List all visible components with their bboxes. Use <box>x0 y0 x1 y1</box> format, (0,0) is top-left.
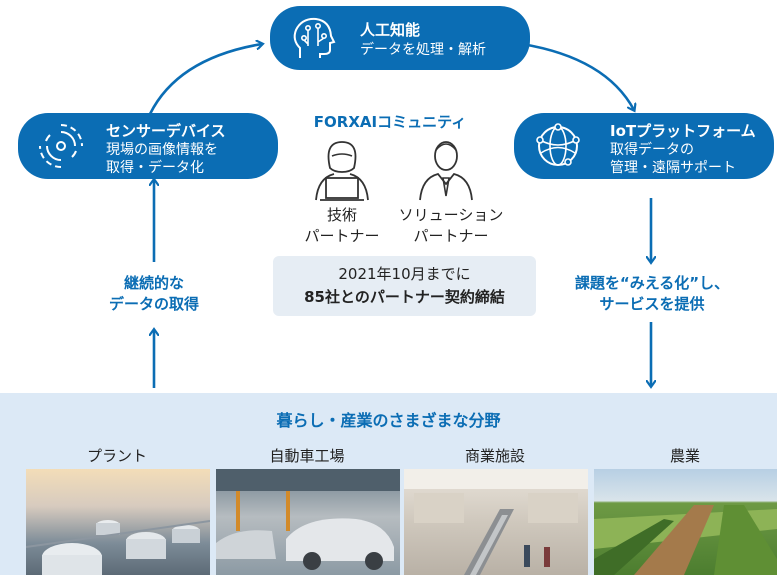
arrow-ai-to-iot <box>521 42 634 110</box>
ai-node: 人工知能 データを処理・解析 <box>270 6 530 70</box>
stat-line-1: 2021年10月までに <box>338 265 471 283</box>
ai-node-title: 人工知能 <box>360 21 421 39</box>
iot-node-line3: 管理・遠隔サポート <box>610 160 736 176</box>
businessman-icon <box>419 141 473 201</box>
photo-auto-factory <box>216 469 400 575</box>
arrow-sensor-to-ai <box>148 44 262 115</box>
sensor-node-line2: 現場の画像情報を <box>106 142 218 158</box>
iot-node-line2: 取得データの <box>610 142 694 158</box>
photo-commercial <box>404 469 588 575</box>
stat-line-2: 85社とのパートナー契約締結 <box>304 288 505 306</box>
fields-title: 暮らし・産業のさまざまな分野 <box>276 411 501 430</box>
category-auto-factory-label: 自動車工場 <box>269 447 345 465</box>
tech-partner-label-2: パートナー <box>304 227 380 245</box>
right-flow-line-2: サービスを提供 <box>599 295 705 313</box>
community-title: FORXAIコミュニティ <box>313 113 467 131</box>
right-flow-line-1: 課題を“みえる化”し、 <box>574 274 730 292</box>
category-commercial-label: 商業施設 <box>464 447 525 465</box>
category-agriculture-label: 農業 <box>669 447 700 465</box>
photo-plant <box>26 469 210 575</box>
sensor-node: センサーデバイス 現場の画像情報を 取得・データ化 <box>18 113 278 179</box>
solution-partner-label-1: ソリューション <box>398 206 504 224</box>
ai-node-subtitle: データを処理・解析 <box>360 42 486 58</box>
sensor-node-line3: 取得・データ化 <box>106 160 204 176</box>
left-flow-line-2: データの取得 <box>108 295 199 313</box>
category-plant-label: プラント <box>86 447 147 465</box>
sensor-icon <box>39 124 83 168</box>
photo-agriculture <box>594 469 777 575</box>
partner-stat-box: 2021年10月までに 85社とのパートナー契約締結 <box>273 256 536 316</box>
tech-partner-label-1: 技術 <box>326 206 357 224</box>
iot-node-title: IoTプラットフォーム <box>610 122 756 140</box>
woman-laptop-icon <box>315 141 369 201</box>
ai-head-icon <box>293 17 336 58</box>
iot-node: IoTプラットフォーム 取得データの 管理・遠隔サポート <box>514 113 774 179</box>
left-flow-line-1: 継続的な <box>123 274 184 292</box>
globe-network-icon <box>536 123 580 166</box>
sensor-node-title: センサーデバイス <box>106 122 226 140</box>
solution-partner-label-2: パートナー <box>413 227 489 245</box>
